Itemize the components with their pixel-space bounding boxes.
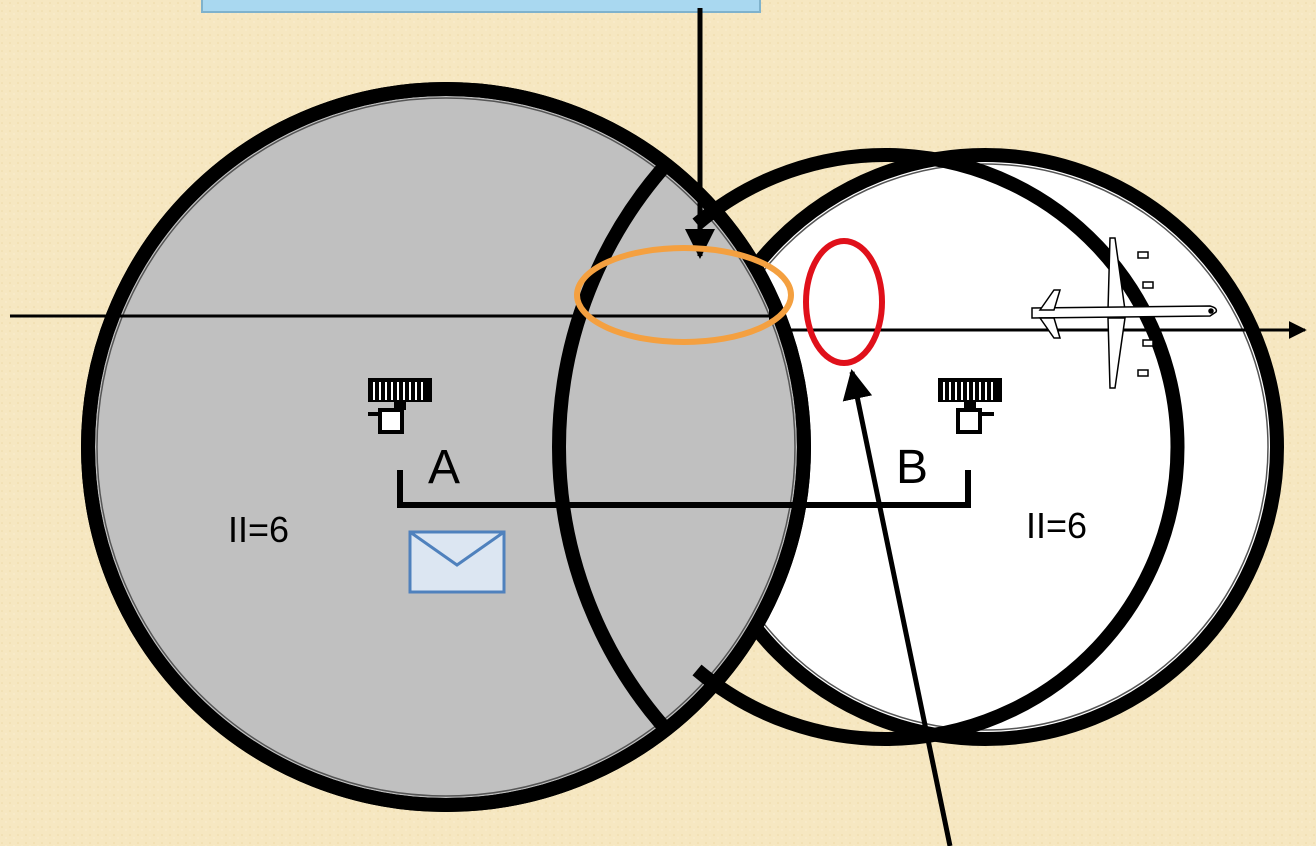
coverage-b-overlap-border xyxy=(552,89,804,805)
coverage-area-b-border xyxy=(692,148,1185,746)
radar-link-line xyxy=(397,470,971,508)
radar-antenna-icon xyxy=(368,378,432,434)
radar-b-letter: B xyxy=(896,441,928,494)
coverage-area-a-border xyxy=(81,82,811,812)
radar-b-ii-label: II=6 xyxy=(1026,505,1087,546)
airplane-icon xyxy=(1031,237,1218,389)
envelope-icon xyxy=(408,530,506,594)
radar-antenna-icon xyxy=(938,378,1002,434)
coverage-area-a-inner-ring xyxy=(96,97,796,797)
handover-region-orange xyxy=(574,245,794,345)
radar-a-letter: A xyxy=(428,441,460,494)
callout-box xyxy=(201,0,761,13)
radar-a-ii-label: II=6 xyxy=(228,509,289,550)
red-region-arrow xyxy=(842,369,953,846)
gap-region-red xyxy=(803,238,885,366)
